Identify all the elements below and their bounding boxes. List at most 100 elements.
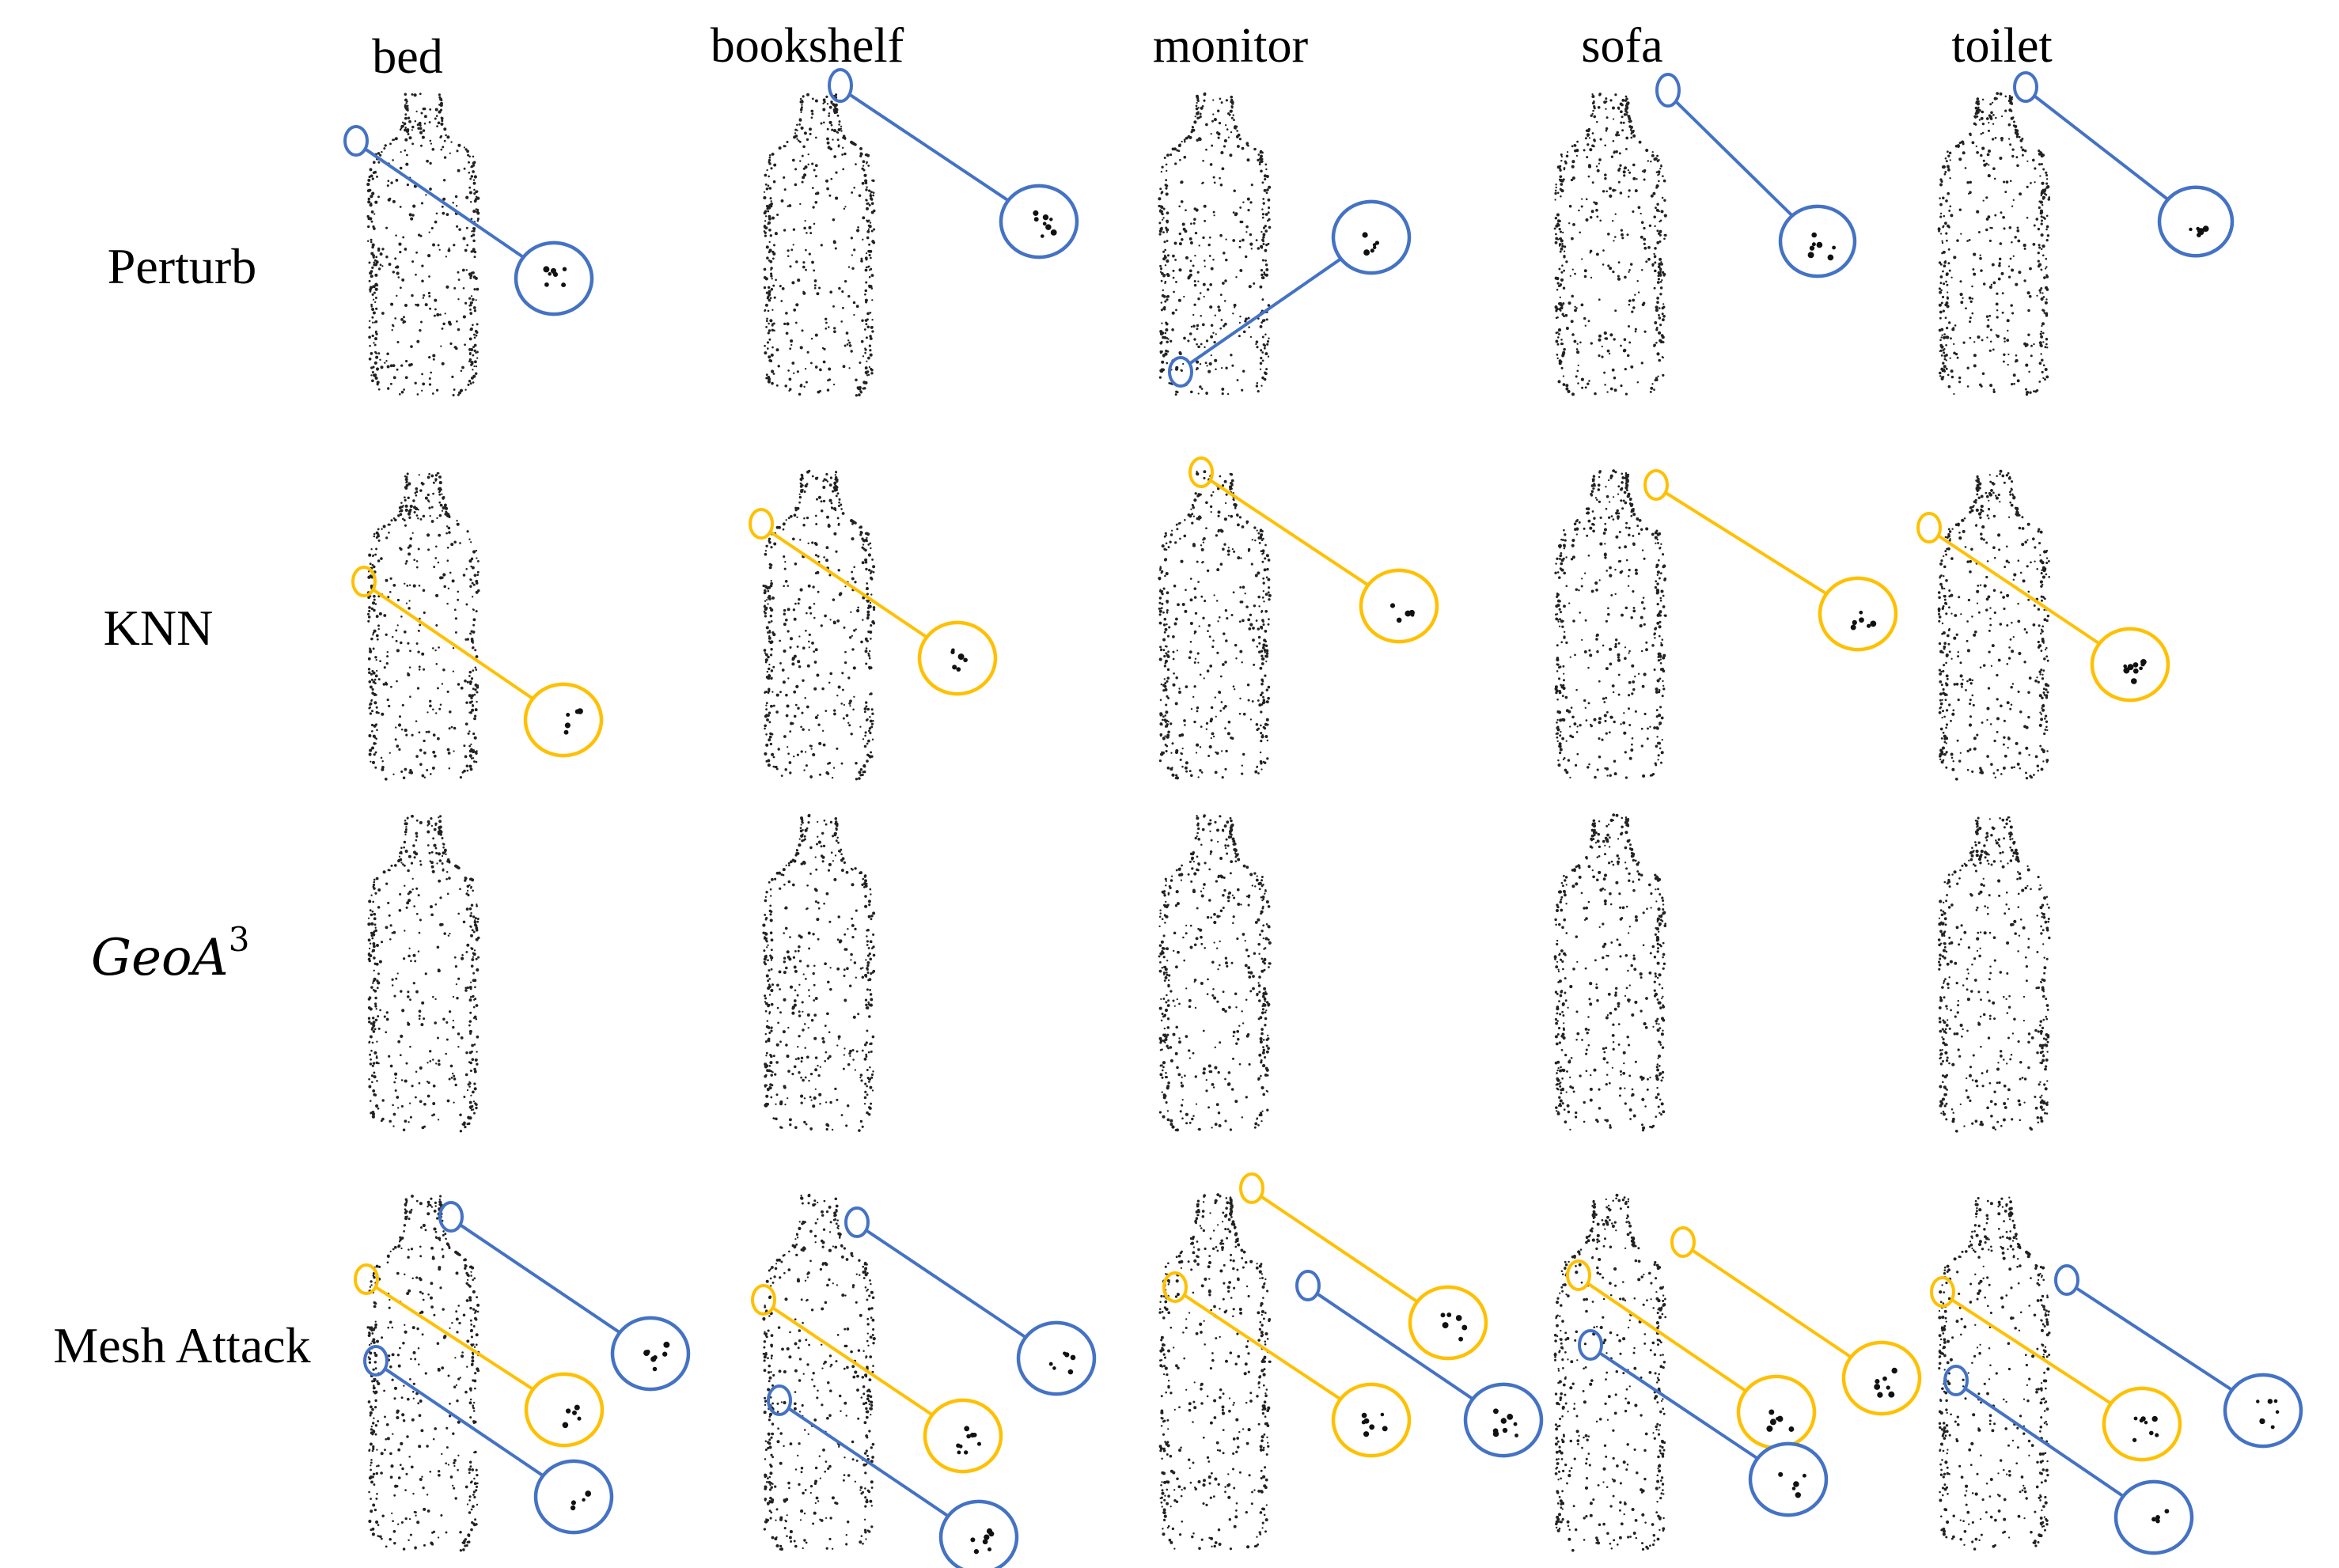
cloud-point: [400, 364, 404, 367]
cloud-point: [429, 773, 432, 775]
cloud-point: [783, 608, 787, 612]
cloud-point: [2008, 226, 2012, 229]
cloud-point: [464, 722, 468, 726]
cloud-point: [2048, 196, 2051, 199]
cloud-point: [1968, 296, 1972, 300]
cloud-point: [476, 557, 478, 559]
cloud-point: [1996, 717, 2000, 721]
cloud-point: [1945, 359, 1947, 362]
cloud-point: [398, 715, 402, 718]
cloud-point: [454, 631, 457, 634]
cloud-point: [466, 680, 469, 684]
cloud-point: [442, 197, 446, 201]
cloud-point: [415, 755, 419, 758]
cloud-point: [450, 543, 454, 547]
cloud-point: [1264, 372, 1268, 376]
cloud-point: [1655, 326, 1659, 329]
cloud-point: [473, 192, 476, 195]
cloud-point: [766, 317, 768, 320]
cloud-point: [441, 509, 444, 512]
cloud-point: [825, 472, 828, 476]
cloud-point: [1203, 470, 1207, 474]
cloud-point: [1171, 328, 1174, 331]
cloud-point: [434, 557, 438, 559]
cloud-point: [1195, 107, 1199, 111]
cloud-point: [788, 761, 792, 764]
cloud-point: [1586, 156, 1589, 159]
cloud-point: [1192, 506, 1195, 509]
cloud-point: [862, 238, 864, 241]
cloud-point: [797, 139, 800, 142]
cloud-point: [1563, 383, 1565, 385]
cloud-point: [446, 602, 449, 605]
cloud-point: [453, 286, 457, 290]
cloud-point: [866, 370, 870, 373]
cloud-point: [423, 122, 426, 125]
cloud-point: [1554, 216, 1558, 220]
cloud-point: [1200, 315, 1202, 317]
cloud-point: [1613, 388, 1617, 392]
cloud-point: [771, 346, 774, 349]
cloud-point: [764, 220, 767, 222]
cloud-point: [2007, 657, 2011, 660]
cloud-point: [2041, 195, 2045, 199]
cloud-point: [1605, 108, 1607, 110]
cloud-point: [474, 666, 477, 669]
cloud-point: [1940, 289, 1943, 292]
cloud-point: [869, 311, 872, 314]
cloud-point: [1943, 358, 1947, 361]
cloud-point: [1661, 738, 1663, 741]
cloud-point: [1177, 522, 1181, 525]
cloud-point: [1583, 269, 1587, 273]
cloud-point: [1965, 689, 1967, 691]
cloud-point: [1199, 673, 1202, 676]
cloud-point: [1249, 242, 1253, 246]
cloud-point: [1560, 183, 1564, 186]
cloud-point: [1939, 212, 1943, 215]
cloud-point: [1219, 294, 1223, 296]
cloud-point: [1626, 354, 1630, 358]
cloud-point: [470, 360, 473, 364]
cloud-point: [1162, 638, 1166, 642]
cloud-point: [1592, 100, 1595, 103]
cloud-point: [1268, 206, 1271, 210]
cloud-point: [867, 265, 870, 268]
cloud-point: [430, 142, 433, 145]
cloud-point: [836, 517, 840, 520]
cloud-point: [1165, 721, 1167, 724]
cloud-point: [473, 349, 476, 353]
cloud-point: [833, 712, 836, 716]
cloud-point: [1617, 515, 1620, 519]
cloud-point: [373, 259, 377, 262]
cloud-point: [1659, 658, 1662, 661]
cloud-point: [1628, 269, 1631, 271]
cloud-point: [1172, 269, 1175, 272]
cloud-point: [1261, 359, 1264, 362]
cloud-point: [370, 548, 373, 551]
cloud-point: [864, 256, 868, 260]
cloud-point: [1968, 678, 1972, 682]
cloud-point: [800, 106, 803, 109]
cloud-point: [1264, 735, 1268, 738]
cloud-point: [1260, 169, 1263, 173]
cloud-point: [1981, 509, 1985, 513]
cloud-point: [1184, 609, 1188, 613]
cloud-point: [1212, 639, 1215, 642]
cloud-point: [1590, 723, 1592, 726]
cloud-point: [864, 348, 867, 351]
cloud-point: [1598, 737, 1601, 740]
cloud-point: [408, 119, 411, 123]
cloud-point: [1261, 549, 1265, 553]
cloud-point: [763, 286, 767, 290]
cloud-point: [1989, 226, 1992, 229]
cloud-point: [368, 357, 372, 361]
cloud-point: [468, 730, 471, 733]
cloud-point: [412, 499, 415, 502]
cloud-point: [1556, 644, 1559, 647]
cloud-point: [848, 344, 852, 347]
cloud-point: [1554, 191, 1557, 195]
cloud-point: [1199, 112, 1202, 116]
cloud-point: [764, 752, 768, 756]
cloud-point: [399, 547, 402, 550]
cloud-point: [2012, 373, 2016, 377]
